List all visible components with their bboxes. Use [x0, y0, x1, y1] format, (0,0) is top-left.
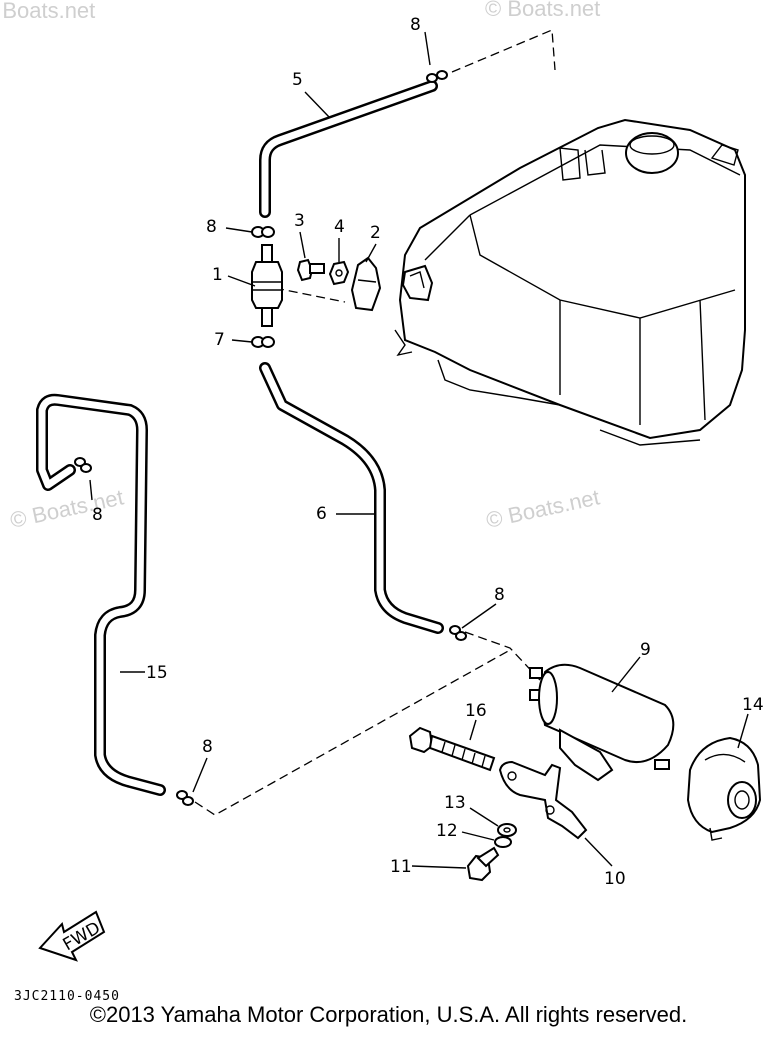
callout-8: 8: [494, 585, 505, 605]
callout-8: 8: [202, 737, 213, 757]
hose-clip: [251, 336, 275, 348]
bolt-11: [466, 846, 500, 882]
fuel-hose-15: [36, 393, 166, 796]
fwd-arrow-icon: FWD: [38, 910, 106, 962]
diagram-code: 3JC2110-0450: [14, 989, 120, 1004]
hose-clip: [251, 226, 275, 238]
callout-5: 5: [292, 70, 303, 90]
watermark: © Boats.net: [8, 484, 126, 532]
callout-9: 9: [640, 640, 651, 660]
pump-bracket-10: [498, 760, 588, 840]
fuel-filter: [251, 244, 283, 327]
fuel-hose-6: [259, 362, 444, 634]
callout-10: 10: [604, 869, 626, 889]
bracket-2: [350, 256, 382, 312]
leader-line: [451, 29, 556, 73]
callout-leaders: [89, 31, 749, 869]
leader-line: [464, 631, 541, 681]
callout-13: 13: [444, 793, 466, 813]
leader-line: [194, 649, 511, 816]
bolt-3: [296, 258, 325, 282]
callout-6: 6: [316, 504, 327, 524]
callout-3: 3: [294, 211, 305, 231]
hose-clip: [449, 625, 467, 641]
washer-13: [497, 823, 517, 837]
callout-8: 8: [92, 505, 103, 525]
pump-cover-14: [686, 736, 762, 841]
callout-7: 7: [214, 330, 225, 350]
callout-8: 8: [410, 15, 421, 35]
hose-clip: [426, 70, 448, 83]
hose-clip: [176, 790, 194, 806]
callout-1: 1: [212, 265, 223, 285]
fuel-tank: [394, 118, 746, 446]
callout-11: 11: [390, 857, 412, 877]
nut-4: [328, 260, 350, 286]
callout-16: 16: [465, 701, 487, 721]
watermark: © Boats.net: [484, 484, 602, 532]
leader-line: [274, 287, 346, 303]
callout-2: 2: [370, 223, 381, 243]
hose-clip: [74, 457, 92, 473]
watermark: © Boats.net: [0, 0, 95, 23]
fuel-pump: [529, 663, 675, 782]
callout-4: 4: [334, 217, 345, 237]
callout-8: 8: [206, 217, 217, 237]
copyright-notice: ©2013 Yamaha Motor Corporation, U.S.A. A…: [89, 1002, 688, 1027]
bolt-16: [408, 726, 496, 772]
callout-14: 14: [742, 695, 764, 715]
watermark: © Boats.net: [485, 0, 600, 21]
washer-12: [494, 836, 512, 848]
callout-12: 12: [436, 821, 458, 841]
callout-15: 15: [146, 663, 168, 683]
fuel-hose-5: [259, 80, 438, 218]
